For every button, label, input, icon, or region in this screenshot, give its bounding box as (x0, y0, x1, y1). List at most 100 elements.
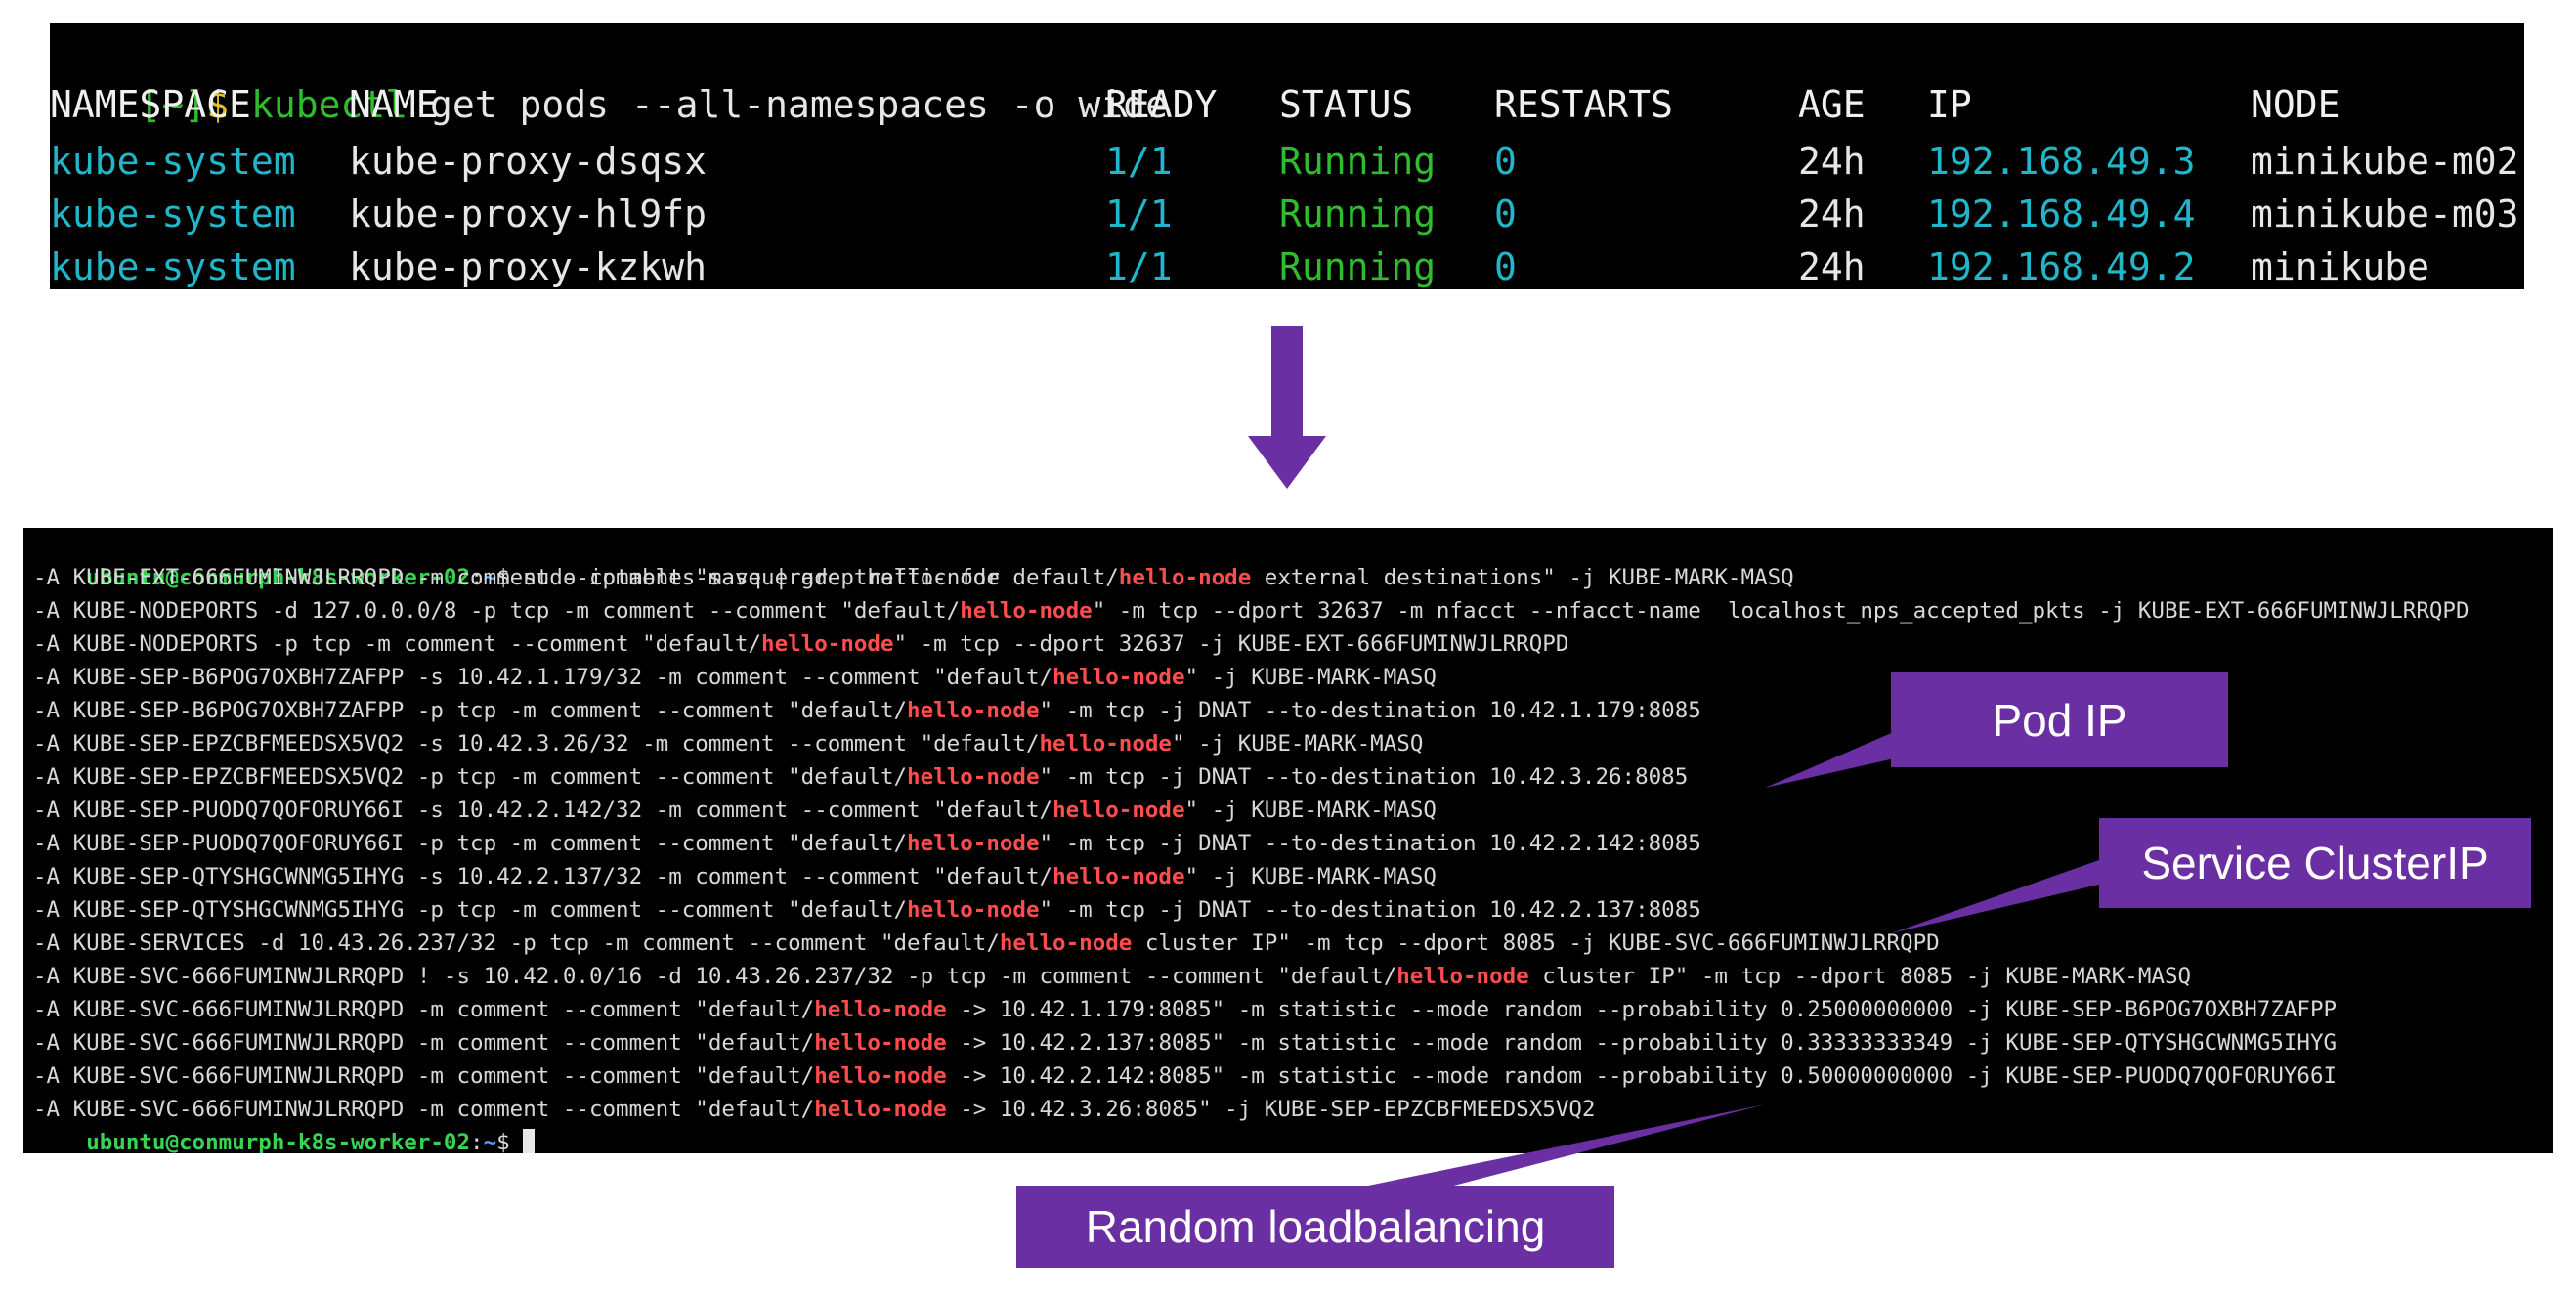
cell-status: Running (1279, 140, 1437, 183)
cell-ip: 192.168.49.4 (1927, 193, 2196, 236)
iptables-rule-line: -A KUBE-SEP-PUODQ7QOFORUY66I -s 10.42.2.… (33, 794, 1437, 827)
cell-namespace: kube-system (50, 140, 296, 183)
prompt-path: ~ (483, 565, 497, 590)
cell-age: 24h (1798, 193, 1866, 236)
iptables-rule-line: -A KUBE-SEP-EPZCBFMEEDSX5VQ2 -s 10.42.3.… (33, 727, 1423, 760)
rule-text: -A KUBE-SEP-B6POG7OXBH7ZAFPP -s 10.42.1.… (33, 665, 1053, 690)
callout-random-loadbalancing-label: Random loadbalancing (1085, 1201, 1546, 1252)
rule-text: " -j KUBE-MARK-MASQ (1184, 864, 1437, 889)
header-ready: READY (1105, 83, 1218, 126)
iptables-prompt-line: ubuntu@conmurph-k8s-worker-02:~$ (33, 1093, 536, 1153)
iptables-rule-line: -A KUBE-SVC-666FUMINWJLRRQPD ! -s 10.42.… (33, 960, 2191, 993)
prompt-symbol: $ (206, 83, 230, 126)
rule-text: -A KUBE-SEP-PUODQ7QOFORUY66I -s 10.42.2.… (33, 798, 1053, 823)
rule-text: " -m tcp --dport 32637 -m nfacct --nfacc… (1092, 598, 2469, 624)
cell-name: kube-proxy-dsqsx (349, 140, 708, 183)
rule-text: " -m tcp -j DNAT --to-destination 10.42.… (1039, 764, 1689, 790)
kubectl-terminal: [~]$ kubectl get pods --all-namespaces -… (50, 23, 2524, 289)
cell-name: kube-proxy-kzkwh (349, 245, 708, 288)
rule-text: " -m tcp -j DNAT --to-destination 10.42.… (1039, 831, 1701, 856)
cell-ready: 1/1 (1105, 193, 1173, 236)
hello-node-highlight: hello-node (907, 764, 1040, 790)
cell-ip: 192.168.49.3 (1927, 140, 2196, 183)
rule-text: -A KUBE-SVC-666FUMINWJLRRQPD -m comment … (33, 1030, 815, 1056)
cell-name: kube-proxy-hl9fp (349, 193, 708, 236)
callout-service-clusterip-label: Service ClusterIP (2141, 838, 2489, 888)
cell-namespace: kube-system (50, 245, 296, 288)
prompt-bracket: [~] (139, 83, 207, 126)
command-text: sudo iptables-save | grep hello-node (509, 565, 1000, 590)
rule-text: -A KUBE-SVC-666FUMINWJLRRQPD -m comment … (33, 997, 815, 1022)
rule-text: -A KUBE-EXT-666FUMINWJLRRQPD -m comment … (33, 565, 1119, 590)
rule-text: -A KUBE-SVC-666FUMINWJLRRQPD -m comment … (33, 1063, 815, 1089)
hello-node-highlight: hello-node (1052, 798, 1185, 823)
rule-text: " -j KUBE-MARK-MASQ (1171, 731, 1424, 756)
iptables-rule-line: -A KUBE-SVC-666FUMINWJLRRQPD -m comment … (33, 993, 2337, 1026)
cell-restarts: 0 (1494, 193, 1517, 236)
callout-random-loadbalancing: Random loadbalancing (1016, 1186, 1614, 1268)
callout-pod-ip-label: Pod IP (1992, 694, 2127, 746)
header-restarts: RESTARTS (1494, 83, 1674, 126)
cell-node: minikube-m02 (2251, 140, 2519, 183)
iptables-rule-line: -A KUBE-SEP-B6POG7OXBH7ZAFPP -s 10.42.1.… (33, 661, 1437, 694)
cell-ready: 1/1 (1105, 140, 1173, 183)
cell-namespace: kube-system (50, 193, 296, 236)
iptables-rule-line: -A KUBE-NODEPORTS -d 127.0.0.0/8 -p tcp … (33, 594, 2469, 627)
hello-node-highlight: hello-node (960, 598, 1093, 624)
iptables-rule-line: -A KUBE-SEP-QTYSHGCWNMG5IHYG -s 10.42.2.… (33, 860, 1437, 893)
rule-text: -A KUBE-SEP-EPZCBFMEEDSX5VQ2 -s 10.42.3.… (33, 731, 1040, 756)
rule-text: -A KUBE-SEP-PUODQ7QOFORUY66I -p tcp -m c… (33, 831, 908, 856)
rule-text: -A KUBE-SEP-QTYSHGCWNMG5IHYG -s 10.42.2.… (33, 864, 1053, 889)
hello-node-highlight: hello-node (1052, 864, 1185, 889)
down-arrow-icon (1248, 326, 1326, 489)
prompt-symbol: $ (496, 1130, 510, 1153)
rule-text: -A KUBE-SVC-666FUMINWJLRRQPD ! -s 10.42.… (33, 964, 1397, 989)
rule-text: -> 10.42.2.142:8085" -m statistic --mode… (946, 1063, 2338, 1089)
rule-text: " -m tcp -j DNAT --to-destination 10.42.… (1039, 698, 1701, 723)
iptables-rule-line: -A KUBE-SERVICES -d 10.43.26.237/32 -p t… (33, 927, 1940, 960)
iptables-rule-line: -A KUBE-NODEPORTS -p tcp -m comment --co… (33, 627, 1568, 661)
prompt-colon: : (470, 1130, 484, 1153)
rule-text: cluster IP" -m tcp --dport 8085 -j KUBE-… (1528, 964, 2192, 989)
cell-age: 24h (1798, 140, 1866, 183)
rule-text: -A KUBE-NODEPORTS -d 127.0.0.0/8 -p tcp … (33, 598, 961, 624)
rule-text: -> 10.42.3.26:8085" -j KUBE-SEP-EPZCBFME… (946, 1097, 1596, 1122)
cell-restarts: 0 (1494, 140, 1517, 183)
iptables-rule-line: -A KUBE-SEP-EPZCBFMEEDSX5VQ2 -p tcp -m c… (33, 760, 1688, 794)
iptables-rule-line: -A KUBE-SEP-PUODQ7QOFORUY66I -p tcp -m c… (33, 827, 1701, 860)
iptables-rule-line: -A KUBE-EXT-666FUMINWJLRRQPD -m comment … (33, 561, 1794, 594)
header-name: NAME (349, 83, 439, 126)
hello-node-highlight: hello-node (907, 831, 1040, 856)
callout-service-clusterip: Service ClusterIP (2099, 818, 2531, 908)
hello-node-highlight: hello-node (761, 631, 894, 657)
rule-text: " -m tcp -j DNAT --to-destination 10.42.… (1039, 897, 1701, 923)
cell-age: 24h (1798, 245, 1866, 288)
hello-node-highlight: hello-node (814, 1097, 947, 1122)
rule-text: cluster IP" -m tcp --dport 8085 -j KUBE-… (1132, 930, 1940, 956)
hello-node-highlight: hello-node (1396, 964, 1529, 989)
prompt-user: ubuntu@conmurph-k8s-worker-02 (86, 565, 471, 590)
table-row: kube-system kube-proxy-hl9fp 1/1 Running… (50, 188, 2524, 240)
rule-text: " -m tcp --dport 32637 -j KUBE-EXT-666FU… (893, 631, 1569, 657)
iptables-rule-line: -A KUBE-SVC-666FUMINWJLRRQPD -m comment … (33, 1059, 2337, 1093)
terminal-cursor[interactable] (523, 1129, 536, 1153)
rule-text: " -j KUBE-MARK-MASQ (1184, 665, 1437, 690)
prompt-symbol: $ (496, 565, 510, 590)
header-namespace: NAMESPACE (50, 83, 251, 126)
prompt-colon: : (470, 565, 484, 590)
kubectl-command-line: [~]$ kubectl get pods --all-namespaces -… (50, 25, 1168, 126)
rule-text: " -j KUBE-MARK-MASQ (1184, 798, 1437, 823)
header-ip: IP (1927, 83, 1972, 126)
hello-node-highlight: hello-node (907, 897, 1040, 923)
callout-pod-ip: Pod IP (1891, 672, 2228, 767)
cell-restarts: 0 (1494, 245, 1517, 288)
command-name: kubectl (250, 83, 408, 126)
hello-node-highlight: hello-node (999, 930, 1133, 956)
iptables-rule-line: -A KUBE-SVC-666FUMINWJLRRQPD -m comment … (33, 1026, 2337, 1059)
hello-node-highlight: hello-node (907, 698, 1040, 723)
header-age: AGE (1798, 83, 1866, 126)
hello-node-highlight: hello-node (814, 997, 947, 1022)
cell-ready: 1/1 (1105, 245, 1173, 288)
rule-text: -A KUBE-SERVICES -d 10.43.26.237/32 -p t… (33, 930, 1000, 956)
hello-node-highlight: hello-node (1039, 731, 1172, 756)
